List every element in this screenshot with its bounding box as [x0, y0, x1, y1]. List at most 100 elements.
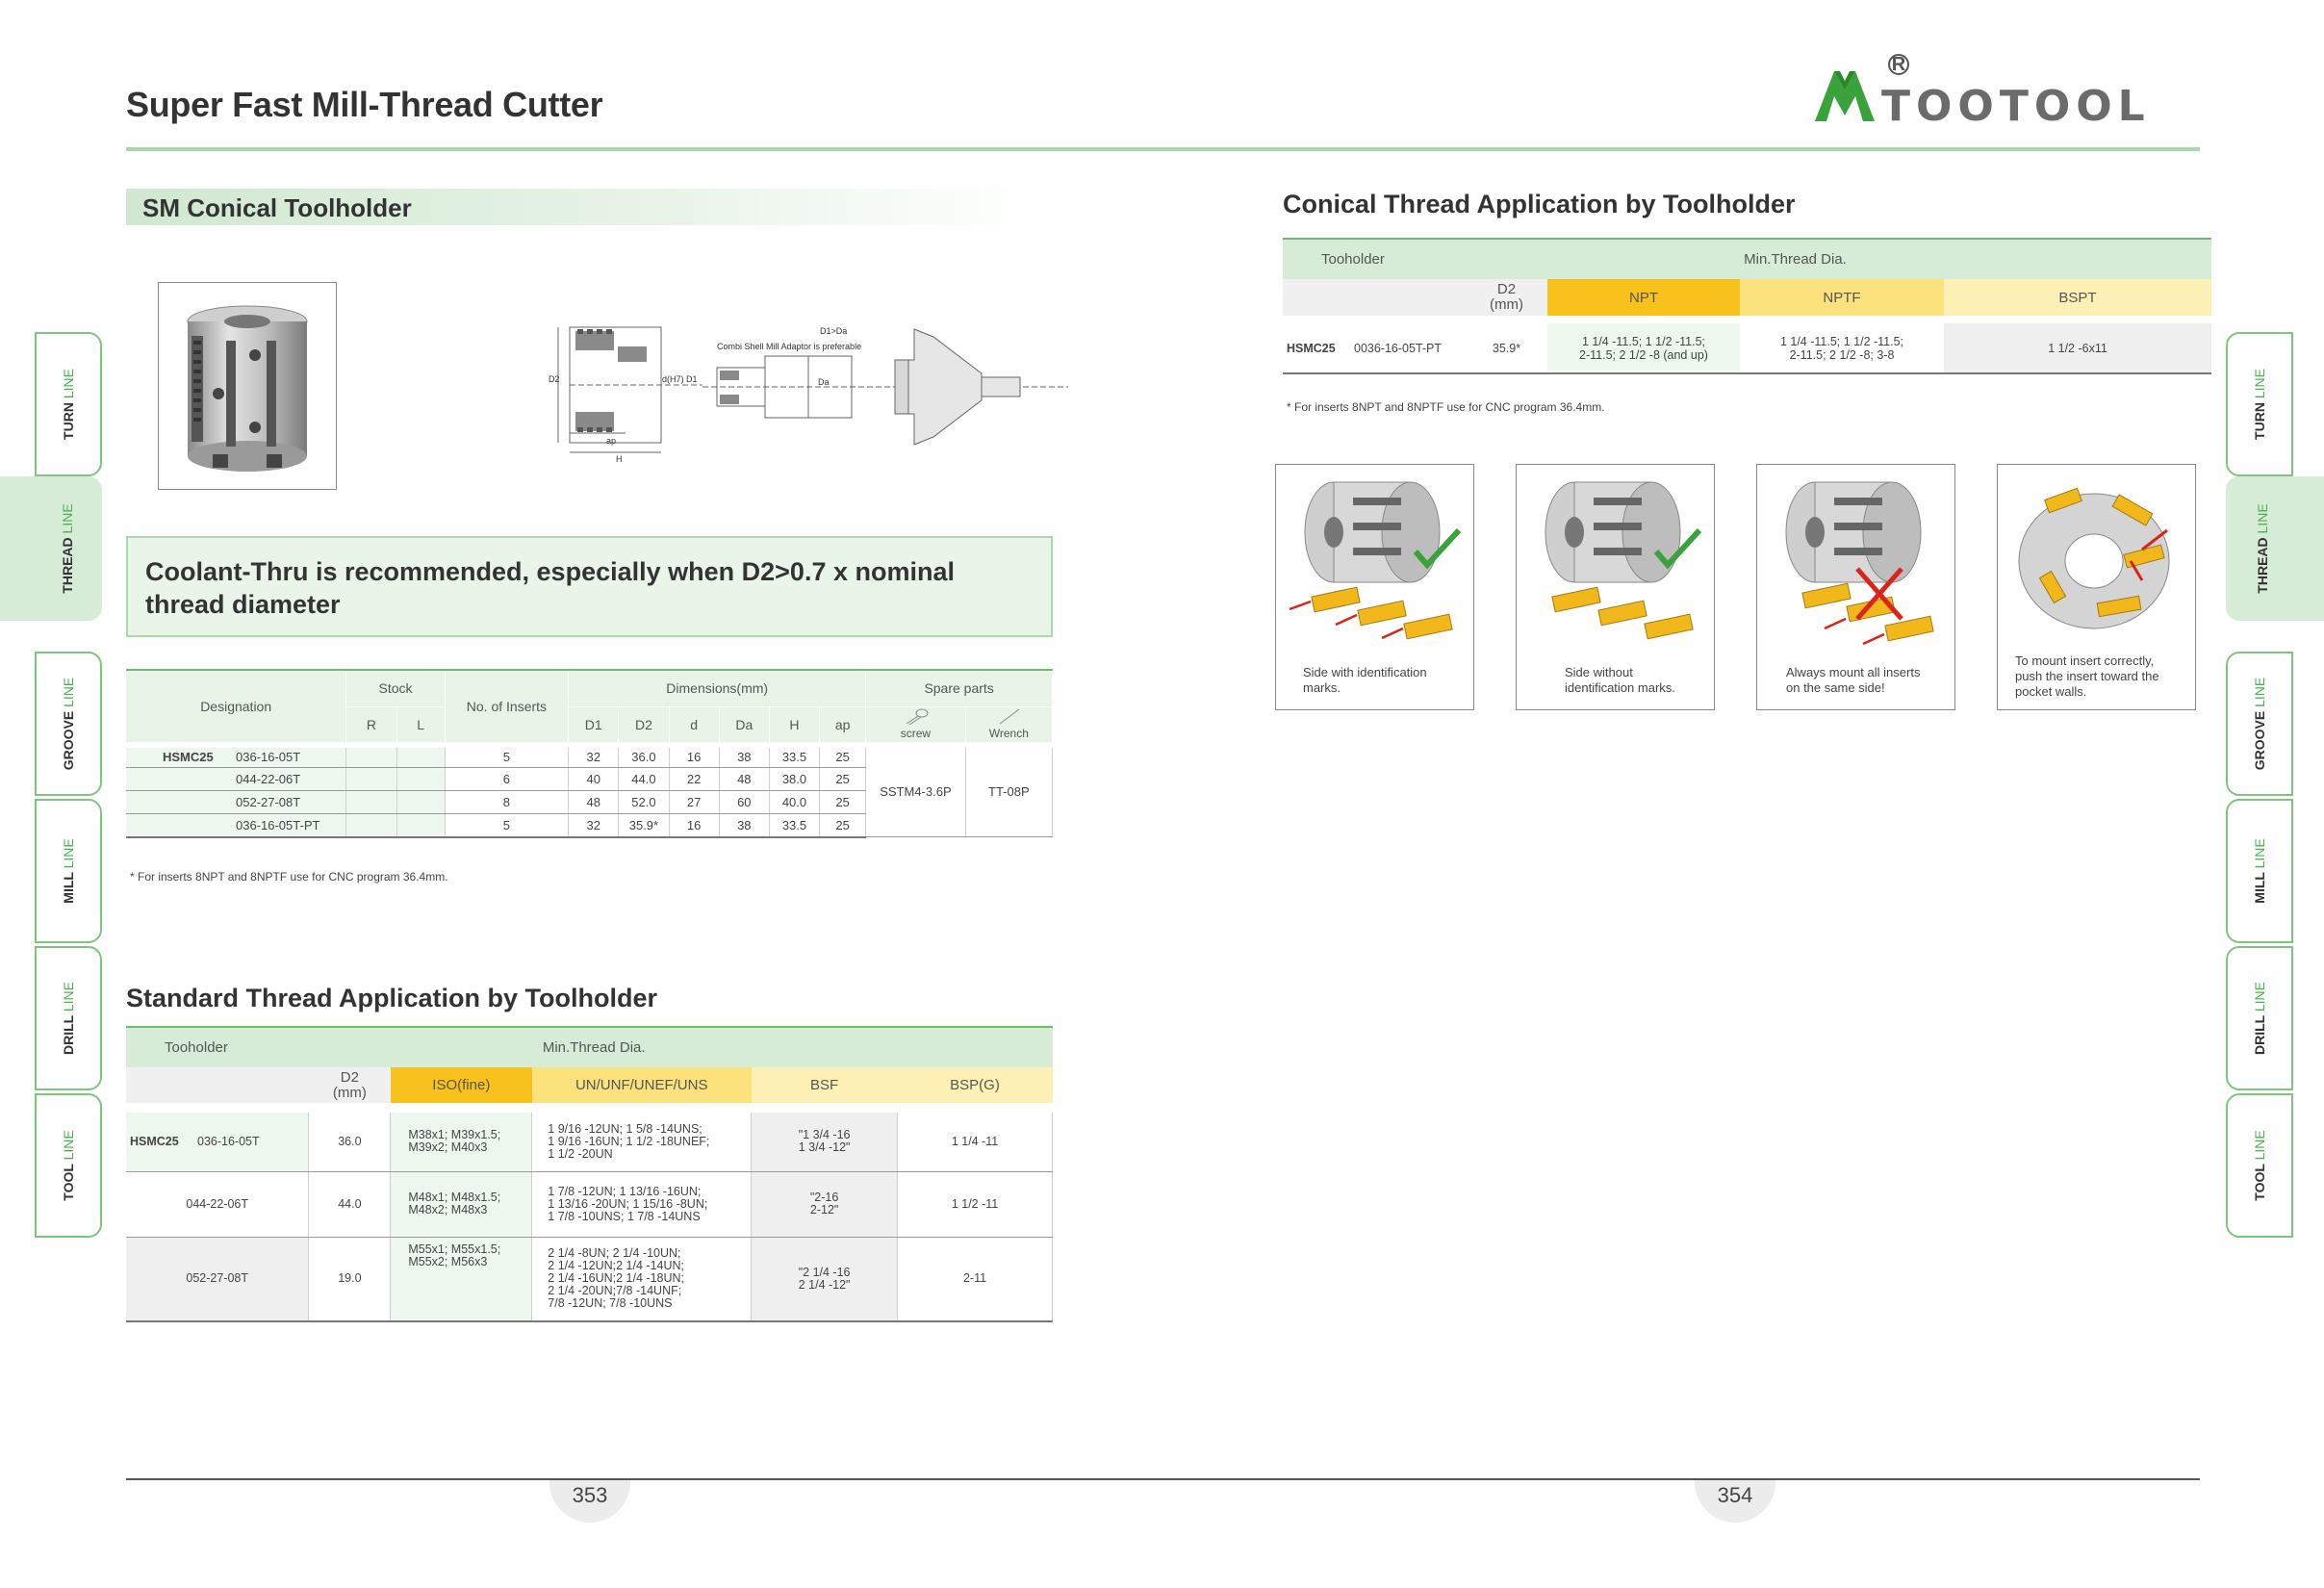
insert-caption: To mount insert correctly,push the inser… — [2015, 653, 2159, 699]
header-bspt: BSPT — [1944, 279, 2211, 320]
header-r: R — [345, 706, 397, 745]
side-tab-thread-line-right[interactable]: THREAD LINE — [2226, 476, 2324, 621]
side-tab-thread-line-left[interactable]: THREAD LINE — [0, 476, 102, 621]
table-row: 036-16-05T-PT 5 32 35.9* 16 38 33.5 25 — [126, 813, 1053, 838]
side-tab-label: GROOVE LINE — [2252, 677, 2267, 771]
header-stock: Stock — [345, 669, 446, 707]
header-screw: screw — [865, 706, 966, 745]
page-number-left: 353 — [549, 1480, 630, 1523]
header-ap: ap — [819, 706, 867, 745]
side-tab-groove-line-right[interactable]: GROOVE LINE — [2226, 652, 2293, 796]
svg-text:d(H7) D1: d(H7) D1 — [662, 374, 698, 384]
svg-text:D2: D2 — [549, 374, 560, 384]
side-tab-label: TURN LINE — [61, 369, 76, 440]
side-tab-label: THREAD LINE — [2255, 503, 2270, 594]
insert-wrong-mount-illustration — [1785, 481, 1934, 646]
side-tab-tool-line-right[interactable]: TOOL LINE — [2226, 1093, 2293, 1238]
conical-footnote: * For inserts 8NPT and 8NPTF use for CNC… — [1287, 400, 1605, 414]
table-row: 044-22-06T 44.0 M48x1; M48x1.5;M48x2; M4… — [126, 1171, 1053, 1238]
svg-text:ap: ap — [606, 436, 616, 446]
side-tab-label: TURN LINE — [2252, 369, 2267, 440]
side-tab-turn-line-left[interactable]: TURN LINE — [35, 332, 102, 476]
header-d2: D2(mm) — [1466, 279, 1547, 320]
header-d2: D2(mm) — [308, 1067, 391, 1109]
side-tab-label: THREAD LINE — [60, 503, 75, 594]
side-tab-label: GROOVE LINE — [61, 677, 76, 771]
screw-icon — [907, 708, 929, 725]
side-tab-mill-line-left[interactable]: MILL LINE — [35, 799, 102, 943]
side-tab-groove-line-left[interactable]: GROOVE LINE — [35, 652, 102, 796]
header-toolholder: Tooholder — [1283, 238, 1466, 279]
svg-text:Combi Shell Mill Adaptor is pr: Combi Shell Mill Adaptor is preferable — [717, 342, 861, 351]
header-toolholder: Tooholder — [126, 1026, 309, 1067]
spec-footnote: * For inserts 8NPT and 8NPTF use for CNC… — [130, 870, 448, 884]
header-d: d — [669, 706, 720, 745]
side-tab-drill-line-left[interactable]: DRILL LINE — [35, 946, 102, 1090]
wrench-icon — [1000, 708, 1020, 724]
table-row: 052-27-08T 8 48 52.0 27 60 40.0 25 — [126, 790, 1053, 814]
svg-text:Da: Da — [818, 377, 830, 387]
spec-table: Designation Stock No. of Inserts Dimensi… — [126, 669, 1054, 838]
conical-thread-title: Conical Thread Application by Toolholder — [1283, 190, 1796, 218]
header-wrench: Wrench — [965, 706, 1054, 745]
insert-marked-illustration — [1289, 481, 1462, 640]
insert-panel-push-toward-walls: To mount insert correctly,push the inser… — [1997, 464, 2196, 710]
conical-thread-table: Tooholder Min.Thread Dia. D2(mm) NPT NPT… — [1283, 238, 2211, 374]
wrench-cell: TT-08P — [965, 741, 1054, 837]
header-nptf: NPTF — [1740, 279, 1944, 320]
header-h: H — [769, 706, 821, 745]
std-thread-title: Standard Thread Application by Toolholde… — [126, 984, 658, 1012]
product-image — [158, 282, 337, 490]
header-inserts: No. of Inserts — [445, 669, 570, 745]
header-da: Da — [719, 706, 770, 745]
std-thread-table: Tooholder Min.Thread Dia. D2(mm) ISO(fin… — [126, 1026, 1053, 1322]
side-tab-turn-line-right[interactable]: TURN LINE — [2226, 332, 2293, 476]
side-tab-label: MILL LINE — [2252, 838, 2267, 904]
header-min-thread: Min.Thread Dia. — [1466, 238, 2211, 279]
side-tab-drill-line-right[interactable]: DRILL LINE — [2226, 946, 2293, 1090]
screw-cell: SSTM4-3.6P — [865, 741, 966, 837]
header-designation: Designation — [126, 669, 347, 745]
header-dimensions: Dimensions(mm) — [568, 669, 867, 707]
side-tab-label: MILL LINE — [61, 838, 76, 904]
side-tab-label: TOOL LINE — [61, 1130, 76, 1201]
header-l: L — [396, 706, 446, 745]
logo-wordmark: TOOTOOL — [1881, 82, 2151, 131]
header-bsp: BSP(G) — [897, 1067, 1053, 1109]
header-npt: NPT — [1547, 279, 1740, 320]
coolant-note: Coolant-Thru is recommended, especially … — [126, 536, 1053, 637]
svg-text:D1>Da: D1>Da — [820, 326, 847, 336]
header-rule — [126, 147, 2200, 151]
header-d1: D1 — [568, 706, 620, 745]
conical-toolholder-illustration — [187, 305, 308, 472]
side-tab-label: DRILL LINE — [61, 982, 76, 1055]
svg-text:H: H — [616, 454, 623, 462]
section-title: SM Conical Toolholder — [142, 193, 412, 222]
page-title: Super Fast Mill-Thread Cutter — [126, 85, 603, 124]
side-tab-mill-line-right[interactable]: MILL LINE — [2226, 799, 2293, 943]
insert-push-illustration — [2018, 487, 2170, 629]
footer-rule — [126, 1478, 2200, 1480]
header-min-thread: Min.Thread Dia. — [308, 1026, 1053, 1067]
header-bsf: BSF — [751, 1067, 898, 1109]
side-tab-label: TOOL LINE — [2252, 1130, 2267, 1201]
page-number-right: 354 — [1695, 1480, 1775, 1523]
technical-drawing: D2 d(H7) D1 D1>Da Combi Shell Mill Adapt… — [549, 326, 1068, 462]
insert-unmarked-illustration — [1545, 481, 1702, 640]
logo-registered-mark: R — [1888, 54, 1909, 75]
table-row: 044-22-06T 6 40 44.0 22 48 38.0 25 — [126, 767, 1053, 791]
header-un: UN/UNF/UNEF/UNS — [531, 1067, 752, 1109]
header-spare-parts: Spare parts — [865, 669, 1053, 707]
tootool-logo-icon — [1815, 71, 1875, 121]
section-bar — [126, 189, 1040, 225]
side-tab-tool-line-left[interactable]: TOOL LINE — [35, 1093, 102, 1238]
